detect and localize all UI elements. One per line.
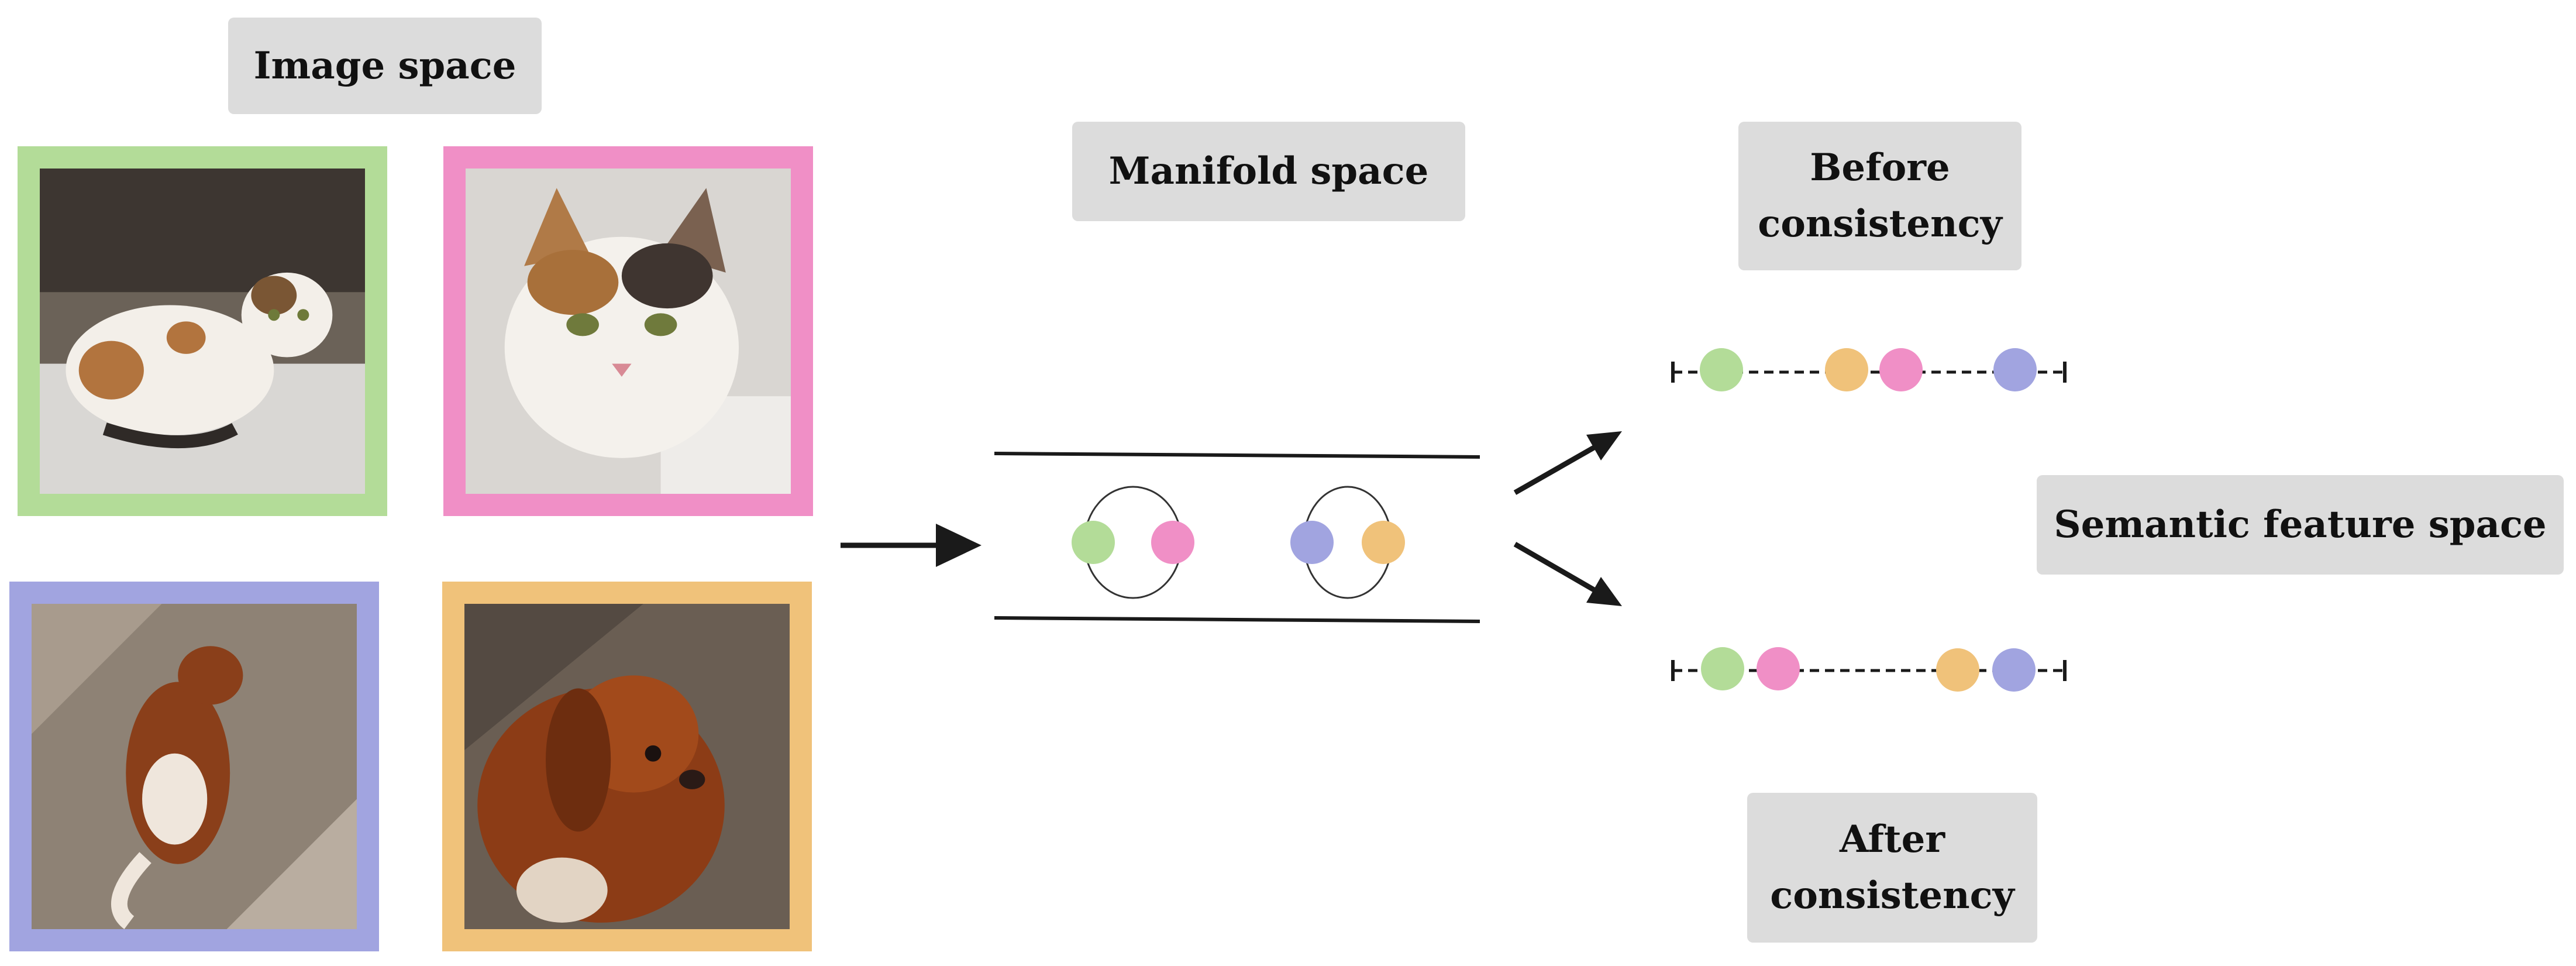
image-space-label: Image space — [228, 18, 542, 114]
cat-lying-image — [18, 146, 387, 516]
dog-closeup-image — [442, 582, 812, 951]
dog-standing-image — [9, 582, 379, 951]
semantic-feature-space-text: Semantic feature space — [2054, 503, 2547, 546]
before-dot-green — [1700, 348, 1743, 391]
arrow-to-manifold — [841, 524, 982, 567]
after-dot-green — [1701, 647, 1744, 690]
manifold-top-line — [994, 452, 1480, 459]
arrow-to-before — [1513, 431, 1622, 495]
before-consistency-label: Before consistency — [1738, 122, 2021, 270]
manifold-dot-green — [1072, 521, 1115, 564]
before-dot-pink — [1879, 348, 1923, 391]
before-consistency-text: Before consistency — [1758, 146, 2002, 246]
before-dot-orange — [1825, 348, 1868, 391]
after-dot-pink — [1757, 647, 1800, 690]
after-consistency-text: After consistency — [1770, 817, 2014, 917]
manifold-dot-pink — [1151, 521, 1194, 564]
manifold-dot-orange — [1362, 521, 1405, 564]
cat-closeup-image — [443, 146, 813, 516]
before-dot-purple — [1993, 348, 2037, 391]
after-dot-orange — [1936, 648, 1979, 692]
after-consistency-label: After consistency — [1747, 793, 2037, 943]
semantic-feature-space-label: Semantic feature space — [2037, 475, 2564, 575]
manifold-bottom-line — [994, 616, 1480, 623]
image-space-text: Image space — [253, 43, 516, 88]
manifold-dot-purple — [1290, 521, 1334, 564]
manifold-space-label: Manifold space — [1072, 122, 1465, 221]
after-dot-purple — [1992, 648, 2036, 692]
arrow-to-after — [1513, 542, 1622, 606]
manifold-space-text: Manifold space — [1108, 149, 1429, 193]
